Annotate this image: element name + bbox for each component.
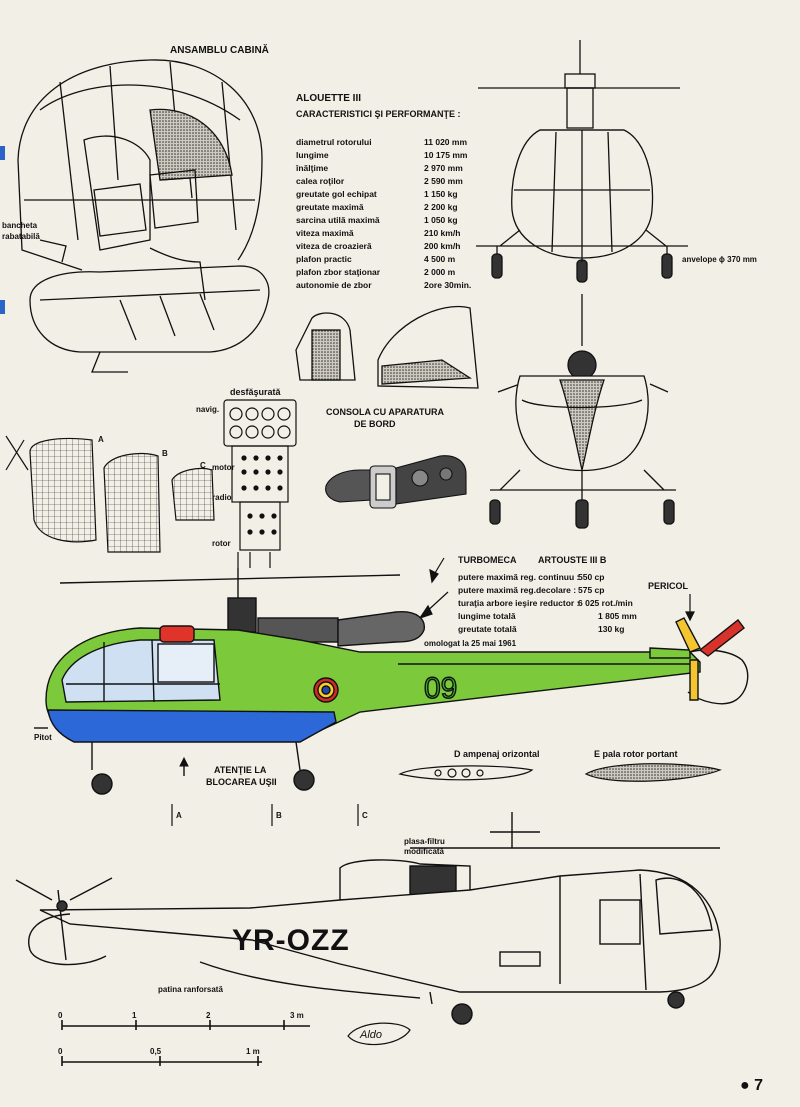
registration-mark: YR-OZZ bbox=[232, 924, 350, 957]
engine-row: putere maximă reg. continuu :550 cp bbox=[458, 572, 605, 582]
console-title-2: DE BORD bbox=[354, 419, 396, 429]
attention-label-2: BLOCAREA UŞII bbox=[206, 777, 277, 787]
blade-label: E pala rotor portant bbox=[594, 749, 678, 759]
section-a-grid: A bbox=[98, 435, 104, 444]
stabilizer-label: D ampenaj orizontal bbox=[454, 749, 540, 759]
cabin-assembly-title: ANSAMBLU CABINĂ bbox=[170, 45, 269, 56]
page-number: ● 7 bbox=[740, 1077, 764, 1094]
danger-label: PERICOL bbox=[648, 581, 689, 591]
spec-heading: CARACTERISTICI ŞI PERFORMANŢE : bbox=[296, 109, 461, 119]
cabin-assembly-drawing bbox=[17, 59, 270, 373]
scale-tick-label: 0 bbox=[58, 1047, 63, 1056]
pointer-arrows bbox=[418, 557, 695, 622]
pitot-label: Pitot bbox=[34, 733, 52, 742]
section-a-marker: A bbox=[176, 811, 182, 820]
engine-drawing bbox=[325, 455, 467, 509]
radio-label: radio bbox=[212, 493, 232, 502]
front-view-drawing bbox=[476, 40, 688, 283]
colored-side-view bbox=[34, 568, 749, 795]
skid-label: patina ranforsată bbox=[158, 985, 223, 994]
rotor-label: rotor bbox=[212, 539, 231, 548]
section-markers bbox=[171, 804, 359, 826]
console-title: CONSOLA CU APARATURA bbox=[326, 407, 444, 417]
scale-bars bbox=[61, 1020, 310, 1066]
bench-label: bancheta bbox=[2, 221, 38, 230]
tyre-label: anvelope ϕ 370 mm bbox=[682, 255, 757, 264]
spec-model: ALOUETTE III bbox=[296, 93, 361, 104]
section-c-grid: C bbox=[200, 461, 206, 470]
engine-row: turaţia arbore ieşire reductor :6 025 ro… bbox=[458, 598, 633, 608]
engine-row: putere maximă reg.decolare :575 cp bbox=[458, 585, 605, 595]
attention-label: ATENŢIE LA bbox=[214, 765, 267, 775]
bench-label-2: rabatabilă bbox=[2, 232, 40, 241]
rear-view-drawing bbox=[489, 294, 676, 529]
motor-label: motor bbox=[212, 463, 235, 472]
pillar-sections bbox=[295, 305, 479, 389]
scale-tick-label: 1 m bbox=[246, 1047, 260, 1056]
nav-label: navig. bbox=[196, 405, 220, 414]
engine-maker: TURBOMECA bbox=[458, 555, 517, 565]
section-c-marker: C bbox=[362, 811, 368, 820]
outline-side-view bbox=[15, 812, 721, 1025]
filter-label: plasa-filtru bbox=[404, 837, 445, 846]
section-b-marker: B bbox=[276, 811, 282, 820]
scale-tick-label: 0 bbox=[58, 1011, 63, 1020]
engine-model: ARTOUSTE III B bbox=[538, 555, 607, 565]
signature-mark bbox=[347, 1022, 411, 1046]
scale-tick-label: 1 bbox=[132, 1011, 137, 1020]
signature-text: Aldo bbox=[360, 1029, 383, 1041]
scale-tick-label: 2 bbox=[206, 1011, 211, 1020]
attention-arrow bbox=[179, 756, 189, 776]
deployed-label: desfăşurată bbox=[230, 387, 281, 397]
homologation-label: omologat la 25 mai 1961 bbox=[424, 639, 517, 648]
window-grids bbox=[5, 435, 215, 553]
scale-tick-label: 3 m bbox=[290, 1011, 304, 1020]
instrument-console bbox=[223, 399, 297, 568]
section-b-grid: B bbox=[162, 449, 168, 458]
airfoil-sections bbox=[398, 763, 722, 782]
filter-label-2: modificată bbox=[404, 847, 445, 856]
scale-tick-label: 0,5 bbox=[150, 1047, 162, 1056]
tail-number: 09 bbox=[423, 671, 458, 705]
